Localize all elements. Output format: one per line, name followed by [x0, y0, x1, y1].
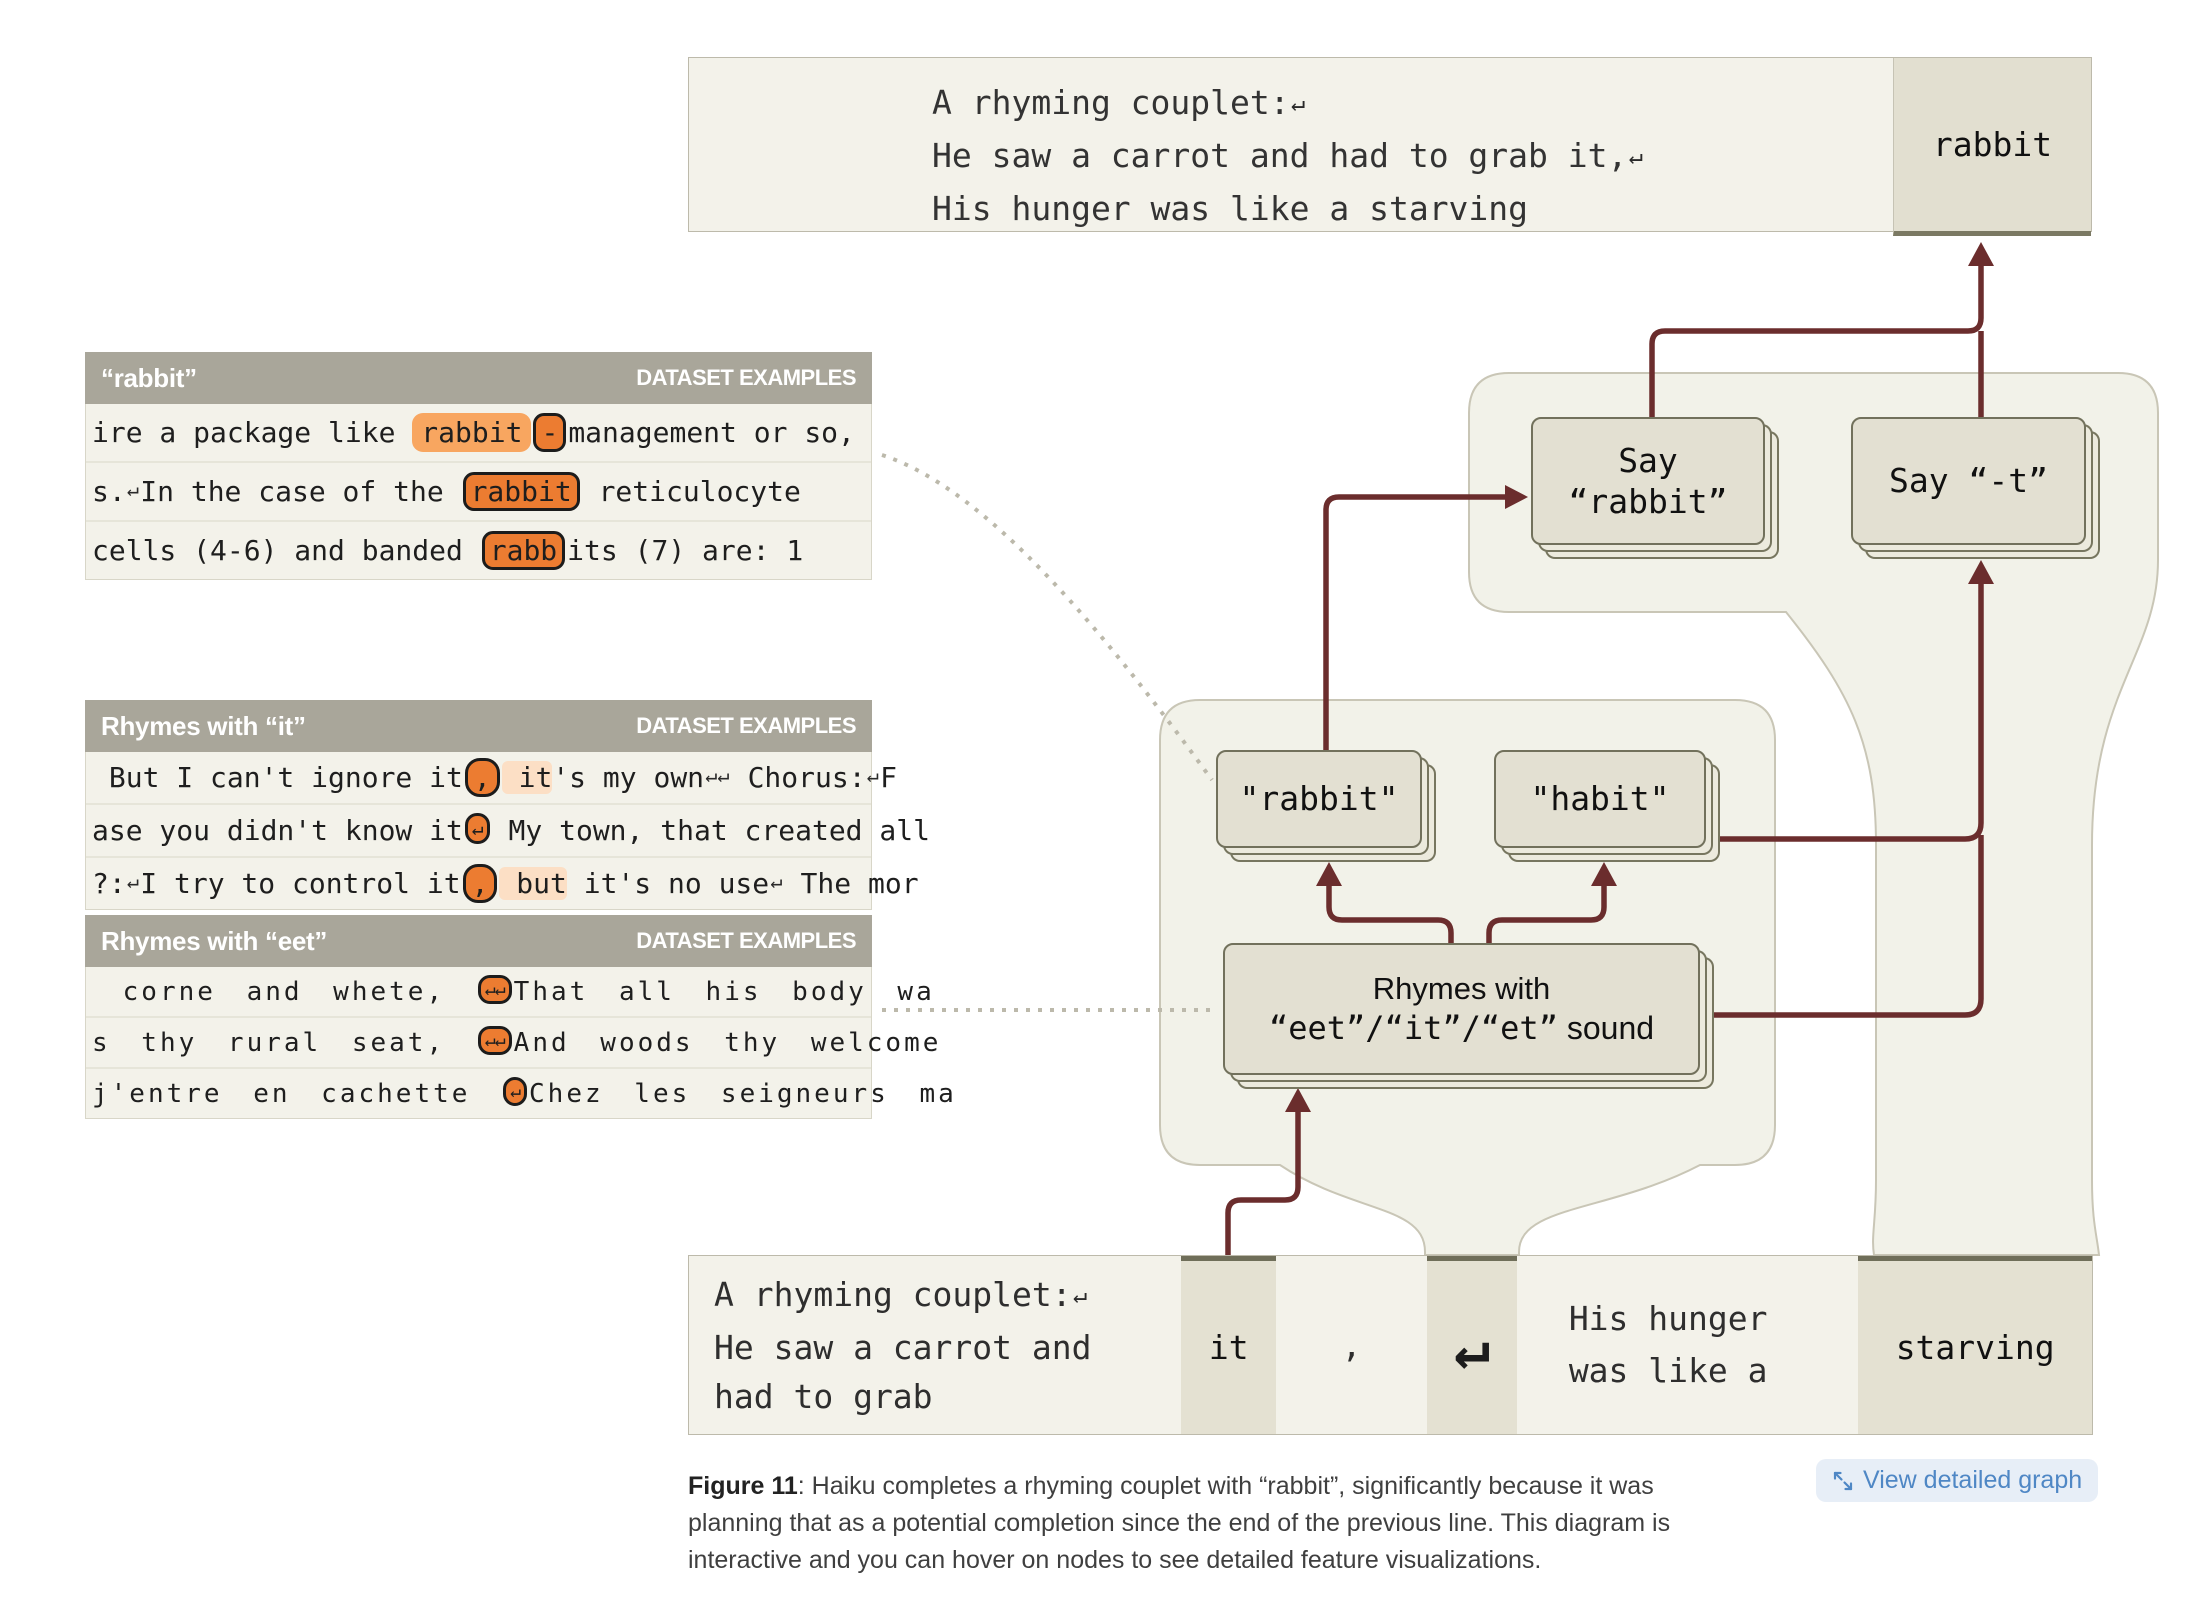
arrowhead-into-output — [1968, 242, 1994, 266]
arrow-rabbit-to-sayrabbit — [1323, 494, 1506, 760]
example-row: ?:↵I try to control it, but it's no use↵… — [86, 856, 919, 909]
panel-rabbit-examples: “rabbit” DATASET EXAMPLES ire a package … — [85, 352, 872, 580]
arrowhead-into-sayrabbit — [1505, 485, 1528, 509]
node-label: “eet”/“it”/“et” sound — [1268, 1009, 1655, 1048]
token-newline[interactable]: ↵ — [1426, 1256, 1517, 1434]
node-say-t[interactable]: Say “-t” — [1851, 417, 2086, 545]
figure-label: Figure 11 — [688, 1472, 798, 1500]
node-label: Rhymes with — [1372, 970, 1551, 1006]
panel-rhymes-it-examples: Rhymes with “it” DATASET EXAMPLES But I … — [85, 700, 930, 910]
example-row: s.↵In the case of the rabbit reticulocyt… — [86, 461, 871, 520]
supernode-top-container — [1468, 372, 2159, 1256]
arrow-rhymes-to-sayt — [1700, 835, 1984, 1018]
token-it[interactable]: it — [1181, 1256, 1277, 1434]
view-detailed-graph-label: View detailed graph — [1863, 1466, 2083, 1494]
arrow-it-to-rhymes — [1225, 1112, 1301, 1256]
example-row: j'entre en cachette ↵Chez les seigneurs … — [86, 1067, 954, 1118]
panel-tag: DATASET EXAMPLES — [636, 713, 856, 738]
node-say-rabbit[interactable]: Say “rabbit” — [1531, 417, 1765, 545]
arrow-habit-to-sayt — [1712, 584, 1984, 842]
panel-title: Rhymes with “it” — [101, 710, 306, 741]
example-row: ire a package like rabbit-management or … — [86, 404, 871, 461]
arrowhead-into-habit — [1591, 862, 1617, 886]
example-row: But I can't ignore it, it's my own↵↵ Cho… — [86, 752, 897, 803]
view-detailed-graph-link[interactable]: View detailed graph — [1816, 1459, 2099, 1502]
expand-diagonal-icon — [1833, 1471, 1853, 1490]
example-row: corne and whete, ↵↵That all his body wa — [92, 975, 935, 1007]
example-row: ase you didn't know it↵ My town, that cr… — [86, 803, 930, 856]
prompt-output-box: A rhyming couplet:↵He saw a carrot and h… — [688, 57, 2092, 236]
arrowhead-into-rhymes — [1285, 1088, 1311, 1112]
arrow-rhymes-to-rabbit — [1326, 886, 1454, 945]
panel-rhymes-eet-examples: Rhymes with “eet” DATASET EXAMPLES corne… — [85, 915, 954, 1119]
figure-caption: Figure 11: Haiku completes a rhyming cou… — [688, 1468, 1718, 1579]
output-token-rabbit[interactable]: rabbit — [1893, 58, 2091, 236]
token-starving[interactable]: starving — [1858, 1256, 2092, 1434]
figure-caption-text: : Haiku completes a rhyming couplet with… — [688, 1472, 1671, 1574]
node-label: "habit" — [1530, 779, 1670, 819]
panel-rhymes-eet-body: corne and whete, ↵↵That all his body wa … — [85, 967, 954, 1119]
arrowhead-into-sayt — [1968, 560, 1994, 584]
panel-title: Rhymes with “eet” — [101, 925, 328, 956]
example-row: s thy rural seat, ↵↵And woods thy welcom… — [86, 1016, 938, 1067]
panel-tag: DATASET EXAMPLES — [636, 928, 856, 953]
node-rabbit[interactable]: "rabbit" — [1216, 750, 1422, 848]
arrow-rhymes-to-habit — [1486, 886, 1607, 945]
panel-tag: DATASET EXAMPLES — [636, 365, 856, 390]
token-comma: , — [1341, 1325, 1362, 1365]
node-rhymes-with[interactable]: Rhymes with “eet”/“it”/“et” sound — [1223, 943, 1700, 1075]
panel-rabbit-body: ire a package like rabbit-management or … — [85, 404, 872, 580]
node-label: “rabbit” — [1568, 482, 1728, 521]
arrowhead-into-rabbit — [1316, 862, 1342, 886]
node-label: Say “-t” — [1889, 461, 2048, 501]
prompt-output-text: A rhyming couplet:↵He saw a carrot and h… — [932, 83, 1644, 228]
panel-rhymes-it-header: Rhymes with “it” DATASET EXAMPLES — [85, 700, 872, 752]
dotted-link-rabbit-examples — [881, 453, 1214, 782]
node-label: "rabbit" — [1239, 779, 1399, 819]
node-label: Say — [1618, 440, 1678, 480]
panel-rhymes-it-body: But I can't ignore it, it's my own↵↵ Cho… — [85, 752, 930, 910]
panel-title: “rabbit” — [101, 362, 197, 393]
panel-rabbit-header: “rabbit” DATASET EXAMPLES — [85, 352, 872, 404]
node-habit[interactable]: "habit" — [1494, 750, 1706, 848]
panel-rhymes-eet-header: Rhymes with “eet” DATASET EXAMPLES — [85, 915, 872, 967]
arrow-sayrabbit-to-output — [1649, 266, 1984, 419]
